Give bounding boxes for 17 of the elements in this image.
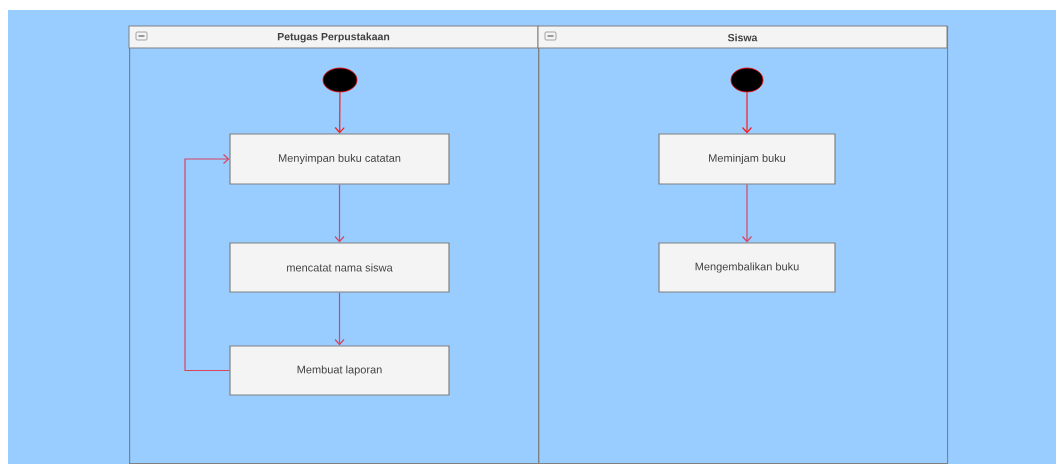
initial-node bbox=[322, 67, 358, 93]
arrow bbox=[334, 292, 345, 346]
arrow bbox=[334, 91, 345, 134]
arrow bbox=[184, 153, 230, 372]
arrow bbox=[334, 184, 345, 243]
activity-box: mencatat nama siswa bbox=[229, 242, 450, 293]
initial-node bbox=[730, 67, 764, 93]
activity-box: Menyimpan buku catatan bbox=[229, 133, 450, 185]
activity-box: Meminjam buku bbox=[658, 133, 836, 185]
arrow bbox=[741, 184, 753, 243]
lane-heading: Siswa bbox=[727, 33, 758, 42]
lane-heading: Petugas Perpustakaan bbox=[277, 32, 390, 43]
arrow bbox=[741, 91, 753, 134]
swimlane bbox=[537, 25, 949, 464]
swimlane bbox=[128, 25, 540, 464]
activity-box: Membuat laporan bbox=[229, 345, 450, 396]
activity-box: Mengembalikan buku bbox=[658, 242, 836, 293]
